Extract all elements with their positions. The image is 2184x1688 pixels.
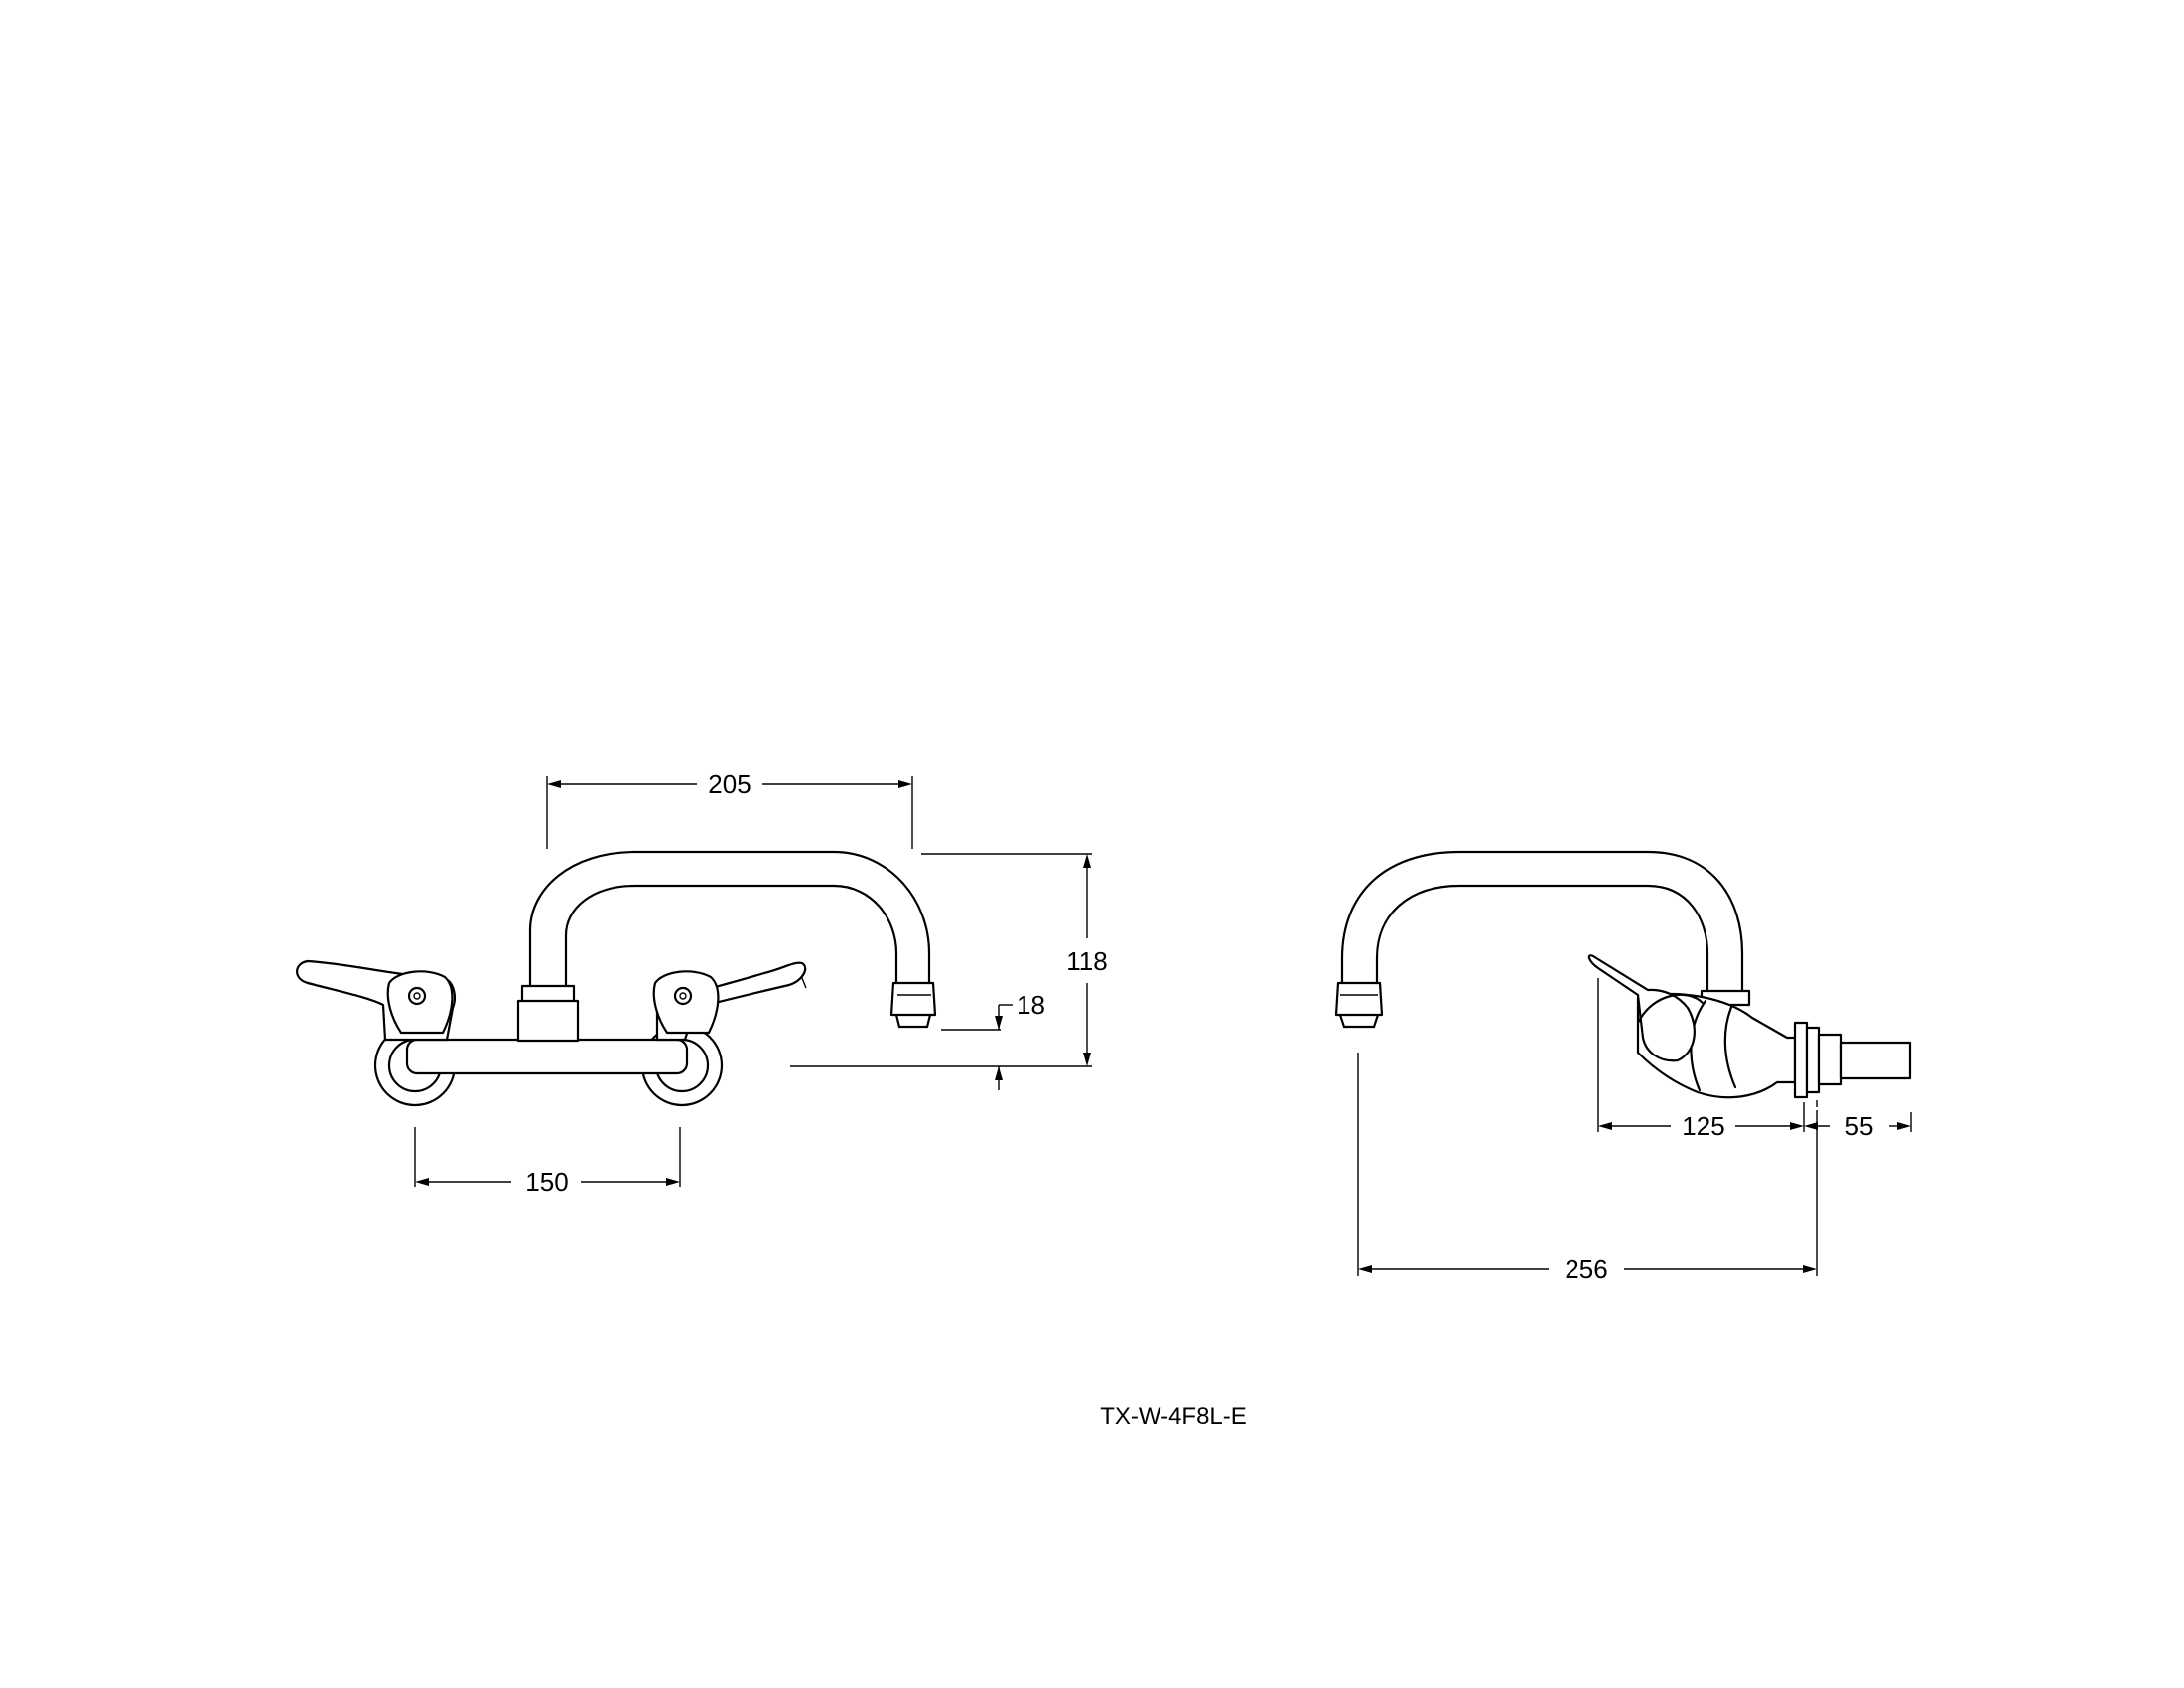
- dimension-18: 18: [1017, 990, 1045, 1020]
- dimension-205: 205: [708, 770, 751, 799]
- right-handle-indicator-icon: [673, 986, 693, 1006]
- right-lever-handle: [652, 961, 807, 1042]
- side-lever-handle: [1587, 954, 1696, 1062]
- spout-outer: [528, 850, 931, 990]
- aerator: [889, 981, 937, 1029]
- spout-inner: [564, 884, 898, 990]
- dimension-55: 55: [1845, 1111, 1874, 1141]
- dimension-118: 118: [1066, 946, 1107, 976]
- left-handle-indicator-icon: [407, 986, 427, 1006]
- side-view: [1334, 850, 1912, 1107]
- faucet-body: [405, 1038, 689, 1075]
- front-view: [296, 850, 937, 1107]
- dimension-150: 150: [525, 1167, 568, 1196]
- spout-collar: [520, 984, 576, 1004]
- side-inlet-pipe: [1839, 1041, 1912, 1080]
- side-dimensions: 125 55 256: [1357, 978, 1912, 1284]
- dimension-125: 125: [1682, 1111, 1724, 1141]
- left-lever-handle: [296, 959, 456, 1042]
- spout-base: [516, 999, 580, 1043]
- side-spout-outer: [1340, 850, 1744, 995]
- side-wall-flange: [1793, 1021, 1809, 1099]
- dimension-256: 256: [1565, 1254, 1607, 1284]
- front-dimensions: 205 118 18 150: [414, 770, 1108, 1196]
- side-aerator: [1334, 981, 1384, 1029]
- side-spout-inner: [1375, 884, 1709, 995]
- model-caption: TX-W-4F8L-E: [1100, 1403, 1247, 1430]
